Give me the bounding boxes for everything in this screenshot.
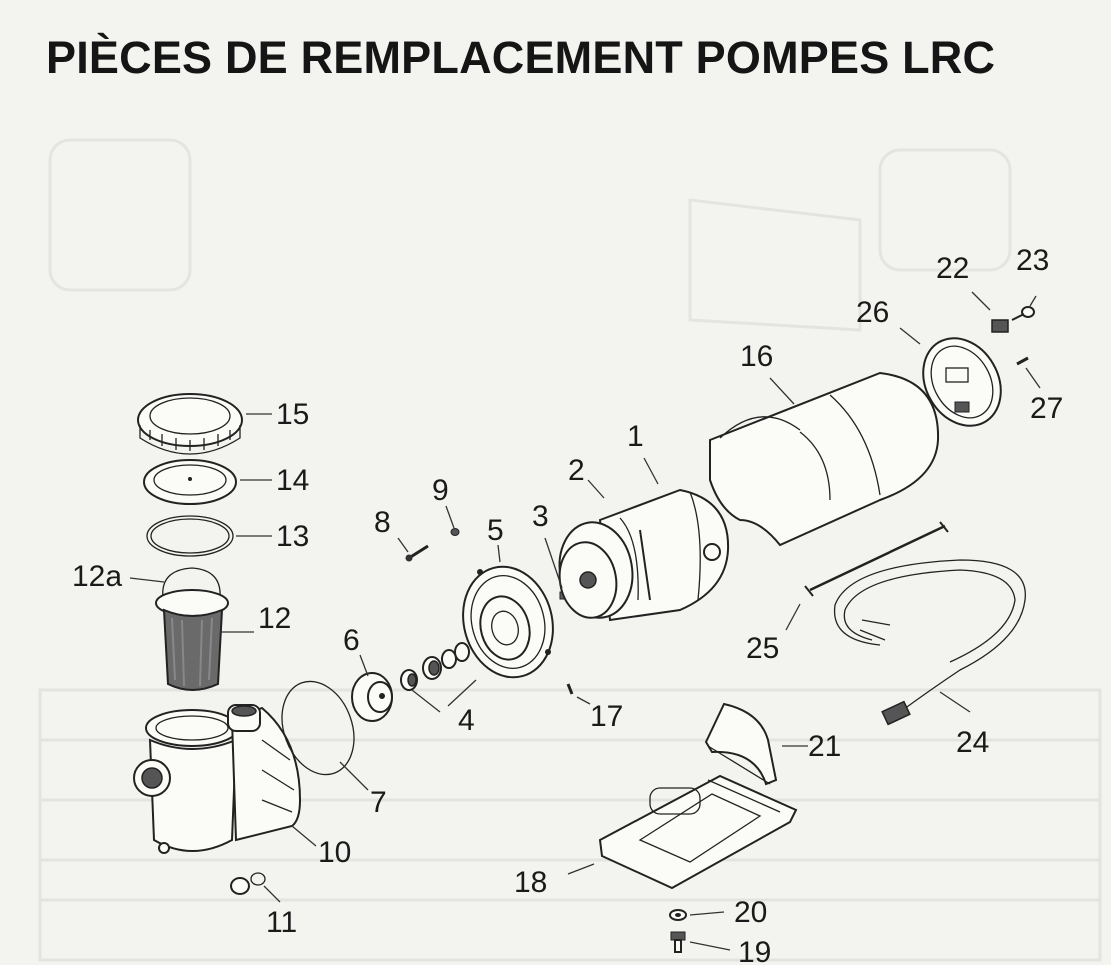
label-part-9: 9 xyxy=(432,474,449,507)
label-part-17: 17 xyxy=(590,700,623,733)
leader-lines xyxy=(129,291,1041,951)
part-4-shaft-seal xyxy=(400,642,470,691)
part-25-wire xyxy=(804,521,949,597)
part-20-washer xyxy=(669,909,687,921)
label-part-1: 1 xyxy=(627,420,644,453)
label-part-20: 20 xyxy=(734,896,767,929)
part-6-impeller xyxy=(351,672,393,722)
page-title: PIÈCES DE REMPLACEMENT POMPES LRC xyxy=(46,32,996,83)
part-1-2-motor xyxy=(558,488,730,622)
label-part-21: 21 xyxy=(808,730,841,763)
part-13-o-ring xyxy=(146,515,234,557)
label-part-5: 5 xyxy=(487,514,504,547)
part-9-nut xyxy=(450,528,460,536)
label-part-22: 22 xyxy=(936,252,969,285)
label-part-25: 25 xyxy=(746,632,779,665)
part-15-lid-ring xyxy=(137,393,243,455)
part-24-power-cord xyxy=(833,559,1026,726)
label-part-19: 19 xyxy=(738,936,771,965)
part-11-drain-plugs xyxy=(230,872,266,895)
label-part-27: 27 xyxy=(1030,392,1063,425)
label-part-2: 2 xyxy=(568,454,585,487)
label-part-11: 11 xyxy=(266,906,297,939)
part-17-screw xyxy=(566,683,574,695)
part-7-gasket xyxy=(281,680,355,776)
label-part-23: 23 xyxy=(1016,244,1049,277)
part-16-motor-cover xyxy=(709,371,940,547)
label-part-10: 10 xyxy=(318,836,351,869)
label-part-16: 16 xyxy=(740,340,773,373)
label-part-4: 4 xyxy=(458,704,475,737)
part-12-strainer-basket xyxy=(155,589,229,691)
background-ghost xyxy=(38,138,1102,962)
label-part-24: 24 xyxy=(956,726,989,759)
part-18-base xyxy=(598,774,798,890)
part-14-lid xyxy=(143,459,237,505)
label-part-12a: 12a xyxy=(72,560,122,593)
label-part-12: 12 xyxy=(258,602,291,635)
label-part-8: 8 xyxy=(374,506,391,539)
label-part-6: 6 xyxy=(343,624,360,657)
label-part-26: 26 xyxy=(856,296,889,329)
part-23-screw xyxy=(1011,306,1035,321)
part-21-bracket xyxy=(704,702,778,786)
part-5-seal-plate xyxy=(462,565,554,679)
part-22-switch xyxy=(991,319,1009,333)
part-27-screw xyxy=(1016,356,1029,366)
part-10-pump-housing xyxy=(133,704,302,854)
label-part-7: 7 xyxy=(370,786,387,819)
part-8-screw xyxy=(405,544,429,562)
label-part-14: 14 xyxy=(276,464,309,497)
label-part-18: 18 xyxy=(514,866,547,899)
part-12a-basket-handle xyxy=(162,567,221,599)
label-part-15: 15 xyxy=(276,398,309,431)
label-part-3: 3 xyxy=(532,500,549,533)
part-19-bolt xyxy=(670,931,686,953)
part-26-end-cap xyxy=(922,337,1002,427)
label-part-13: 13 xyxy=(276,520,309,553)
part-labels: 15 14 13 12a 12 10 11 7 6 4 5 8 9 17 3 2… xyxy=(72,244,1063,965)
